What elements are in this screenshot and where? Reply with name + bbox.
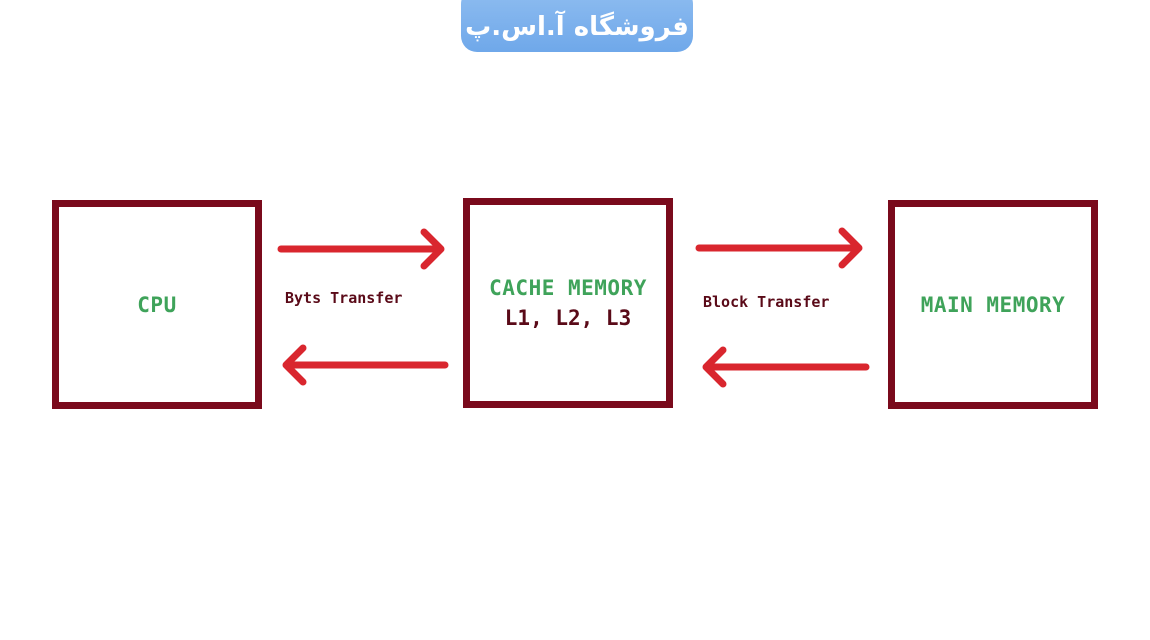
cache-levels: L1, L2, L3 — [504, 306, 632, 330]
main-memory-box: MAIN MEMORY — [888, 200, 1098, 409]
arrow-right-cpu-to-cache-icon — [277, 228, 445, 270]
byts-transfer-label: Byts Transfer — [285, 289, 403, 307]
cache-title: CACHE MEMORY — [489, 276, 647, 300]
cpu-title: CPU — [137, 292, 177, 317]
cpu-box: CPU — [52, 200, 262, 409]
store-watermark-badge: فروشگاه آ.اس.پ — [461, 0, 693, 52]
block-transfer-label: Block Transfer — [703, 293, 830, 311]
cache-memory-box: CACHE MEMORY L1, L2, L3 — [463, 198, 673, 408]
watermark-text: فروشگاه آ.اس.پ — [465, 12, 689, 42]
arrow-right-cache-to-main-icon — [695, 227, 863, 269]
arrow-left-main-to-cache-icon — [702, 346, 870, 388]
main-memory-title: MAIN MEMORY — [920, 292, 1066, 317]
arrow-left-cache-to-cpu-icon — [282, 344, 449, 386]
